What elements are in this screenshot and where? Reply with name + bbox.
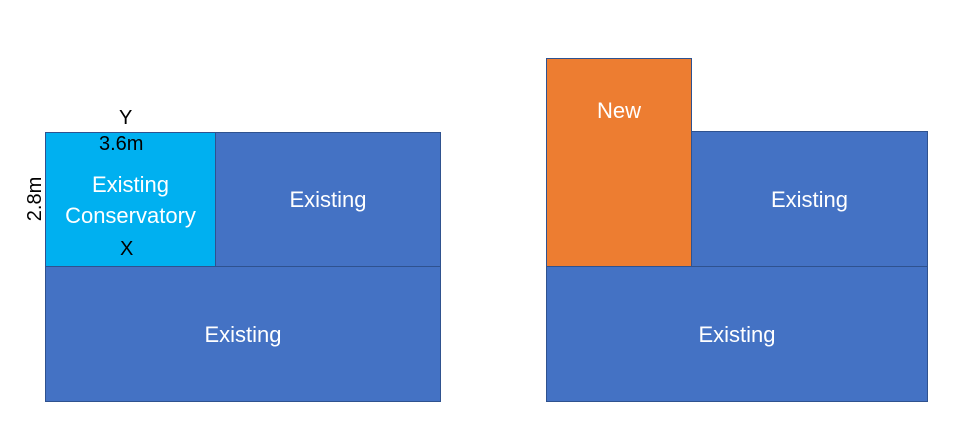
corner-label-y: Y — [119, 107, 133, 129]
right-existing-right-block: Existing — [691, 131, 928, 267]
left-existing-right-label: Existing — [289, 187, 367, 212]
right-existing-right-label: Existing — [770, 186, 849, 212]
left-existing-right-block: Existing — [215, 132, 441, 267]
left-existing-bottom-label: Existing — [204, 321, 282, 347]
right-existing-bottom-block: Existing — [546, 266, 928, 402]
width-dimension-label: 3.6m — [99, 133, 144, 155]
new-extension-label: New — [596, 98, 641, 123]
existing-conservatory-block: Existing Conservatory — [45, 132, 216, 267]
left-existing-bottom-block: Existing — [45, 266, 441, 402]
conservatory-label-line2: Conservatory — [65, 202, 196, 228]
corner-label-x: X — [120, 238, 134, 260]
right-existing-bottom-label: Existing — [698, 321, 776, 347]
depth-dimension-label: 2.8m — [24, 176, 46, 222]
conservatory-label-line1: Existing — [91, 171, 170, 197]
new-extension-block: New — [546, 58, 692, 267]
